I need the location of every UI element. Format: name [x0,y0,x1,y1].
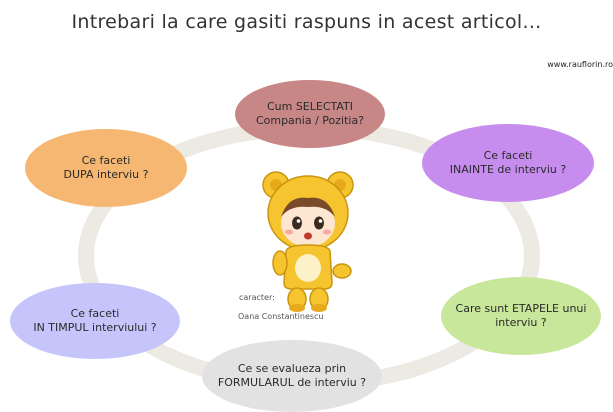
bubble-line: INAINTE de interviu ? [449,163,567,176]
bubble-line: Cum SELECTATI [266,100,354,113]
bubble-line: Care sunt ETAPELE unui [455,302,587,315]
bubble-during-interview: Ce faceti IN TIMPUL interviului ? [10,283,180,359]
bubble-select-company: Cum SELECTATI Compania / Pozitia? [235,80,385,148]
bubble-line: Ce faceti [70,307,120,320]
bubble-after-interview: Ce faceti DUPA interviu ? [25,129,187,207]
bubble-line: Ce se evalueza prin [237,362,347,375]
bubble-line: Ce faceti [81,154,131,167]
website-url: www.rauflorin.ro [547,60,613,69]
bubble-line: IN TIMPUL interviului ? [33,321,157,334]
bubble-interview-stages: Care sunt ETAPELE unui interviu ? [441,277,601,355]
bubble-line: FORMULARUL de interviu ? [217,376,367,389]
bubble-line: DUPA interviu ? [63,168,149,181]
bubble-line: Ce faceti [483,149,533,162]
diagram-title: Intrebari la care gasiti raspuns in aces… [71,11,542,33]
bear-character-icon [262,171,354,312]
bubble-interview-form: Ce se evalueza prin FORMULARUL de interv… [202,340,382,412]
bubble-line: interviu ? [495,316,547,329]
bubble-before-interview: Ce faceti INAINTE de interviu ? [422,124,594,202]
bubble-line: Compania / Pozitia? [255,114,365,127]
credit-label: caracter: [239,293,275,302]
credit-name: Oana Constantinescu [238,312,324,321]
